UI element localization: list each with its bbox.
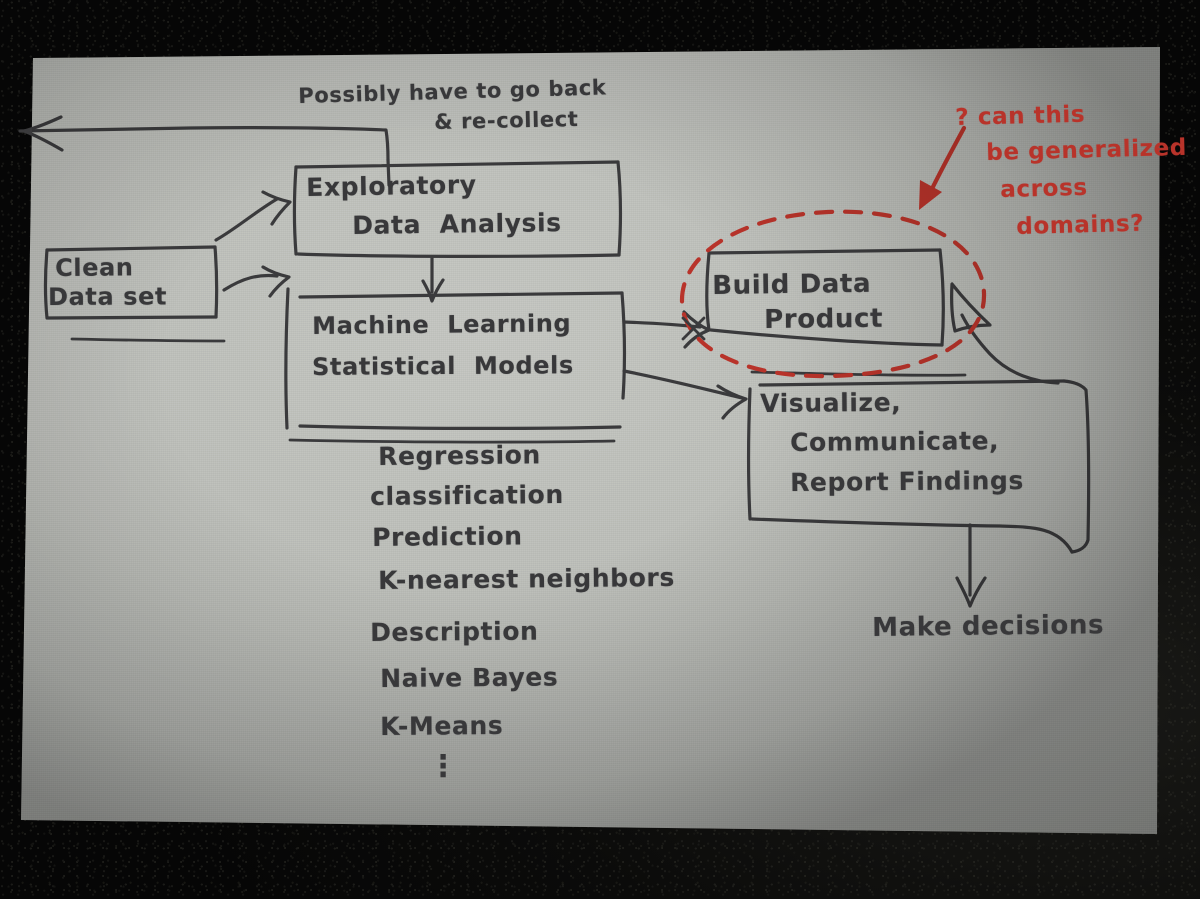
clean-data-box-label-line1: Clean [55, 253, 134, 282]
visualize-box-outline [746, 379, 1091, 554]
visualize-to-product-arrow [950, 282, 1060, 385]
build-product-box-outline [705, 248, 967, 377]
method-item: K-Means [380, 710, 504, 741]
method-item: Description [370, 616, 539, 647]
visualize-box-label-line3: Report Findings [790, 465, 1024, 497]
red-annotation-line3: across [1000, 174, 1088, 203]
crossing-mark [681, 316, 706, 341]
build-product-box-label-line2: Product [764, 303, 884, 335]
method-item: Prediction [372, 521, 523, 552]
models-to-visualize-arrow [622, 369, 748, 420]
eda-to-models-arrow [421, 256, 445, 303]
method-item: classification [370, 479, 564, 511]
visualize-box-label-line2: Communicate, [790, 426, 1000, 457]
visualize-box-label-line1: Visualize, [760, 387, 902, 418]
visualize-to-decisions-arrow [955, 523, 987, 608]
red-annotation-line1: ? can this [955, 101, 1086, 131]
eda-box-label-line1: Exploratory [306, 170, 477, 202]
models-box-label-line2: Statistical Models [312, 351, 574, 381]
red-pointer-arrow [919, 125, 967, 210]
method-list-ellipsis: ⋮ [428, 749, 458, 784]
build-product-box-label-line1: Build Data [712, 268, 872, 301]
feedback-note-line2: & re-collect [434, 106, 579, 134]
red-annotation-line2: be generalized [986, 134, 1188, 166]
make-decisions-label: Make decisions [872, 610, 1105, 643]
models-box-outline [284, 287, 626, 444]
method-item: Naive Bayes [380, 662, 559, 693]
clean-to-eda-arrow [214, 190, 292, 242]
method-item: K-nearest neighbors [378, 562, 676, 595]
red-dashed-oval [679, 209, 987, 379]
models-box-label-line1: Machine Learning [312, 309, 572, 340]
clean-data-box-label-line2: Data set [48, 282, 168, 311]
clean-data-box-outline [43, 245, 226, 343]
eda-box-label-line2: Data Analysis [352, 208, 562, 240]
eda-box-outline [292, 160, 622, 258]
clean-to-models-arrow [222, 265, 291, 298]
method-item: Regression [378, 440, 541, 471]
red-annotation-line4: domains? [1016, 210, 1145, 240]
